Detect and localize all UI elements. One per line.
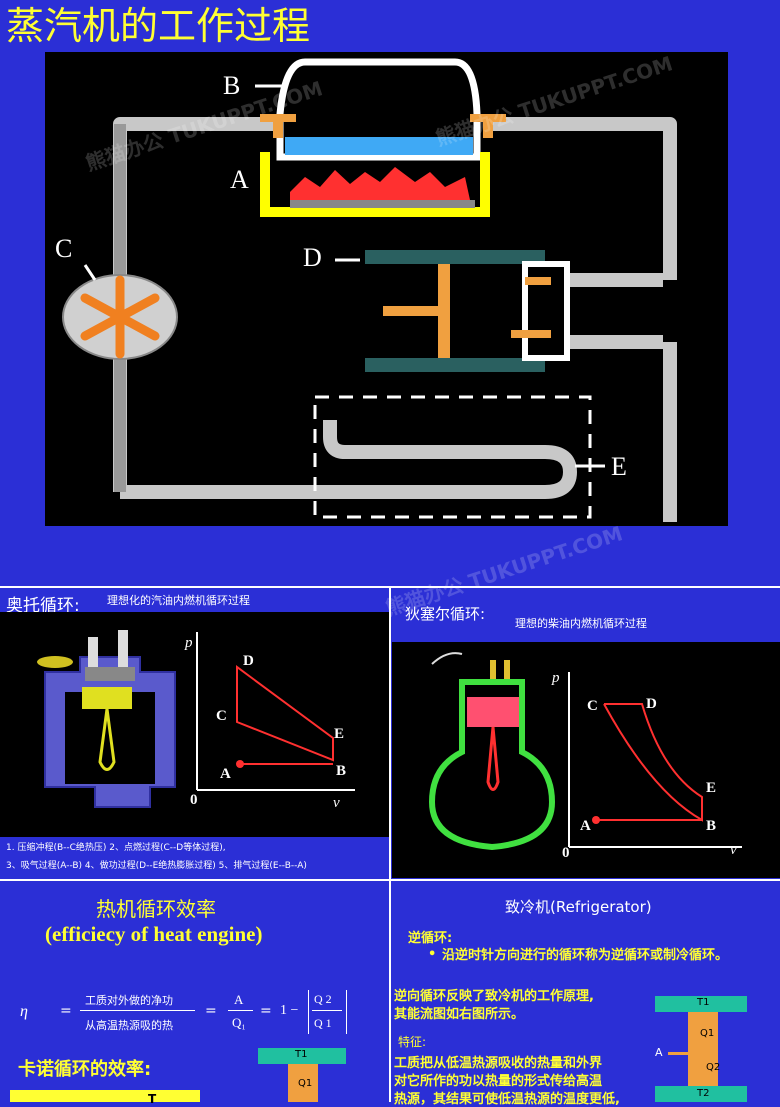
diesel-point-b: B bbox=[706, 818, 716, 834]
diesel-point-d: D bbox=[646, 696, 657, 712]
bullet-dot: • bbox=[428, 947, 437, 962]
otto-point-e: E bbox=[334, 726, 344, 742]
carnot-t: T bbox=[148, 1092, 157, 1106]
otto-origin: 0 bbox=[190, 792, 198, 808]
otto-panel: p v 0 D C E B A bbox=[0, 612, 389, 837]
ref-t1-bar bbox=[655, 996, 747, 1012]
otto-heading: 奥托循环: bbox=[6, 596, 80, 616]
reverse-label: 逆循环: bbox=[408, 931, 453, 946]
bullet-text: 沿逆时针方向进行的循环称为逆循环或制冷循环。 bbox=[442, 948, 729, 963]
otto-note-2: 3、吸气过程(A--B) 4、做功过程(D--E绝热膨胀过程) 5、排气过程(E… bbox=[6, 861, 307, 871]
eq-sign-3: = bbox=[260, 1003, 272, 1019]
condenser-pipe bbox=[120, 420, 577, 499]
t1-bar bbox=[258, 1048, 346, 1064]
diesel-subtitle: 理想的柴油内燃机循环过程 bbox=[515, 617, 647, 630]
diesel-point-c: C bbox=[587, 698, 598, 714]
fraction3-bar bbox=[312, 1010, 342, 1011]
page-title: 蒸汽机的工作过程 bbox=[0, 0, 325, 50]
boiler-frame bbox=[276, 58, 481, 161]
label-d: D bbox=[303, 243, 322, 272]
label-a: A bbox=[230, 165, 249, 194]
ref-t2-bar bbox=[655, 1086, 747, 1102]
t1-label: T1 bbox=[295, 1049, 308, 1060]
diesel-point-a: A bbox=[580, 818, 591, 834]
ref-line-1: 逆向循环反映了致冷机的工作原理, bbox=[394, 989, 594, 1004]
carnot-heading: 卡诺循环的效率: bbox=[18, 1059, 152, 1080]
otto-subtitle: 理想化的汽油内燃机循环过程 bbox=[107, 594, 250, 607]
boiler-water bbox=[285, 137, 473, 155]
eq-sign-2: = bbox=[205, 1003, 217, 1019]
diesel-panel: p v 0 C D E B A bbox=[392, 642, 780, 878]
right-lower-pipe bbox=[565, 335, 677, 522]
fraction-bar bbox=[80, 1010, 195, 1011]
carnot-box bbox=[10, 1090, 200, 1102]
ref-a-arrow bbox=[668, 1052, 688, 1055]
fraction2-den: Q₁ bbox=[232, 1015, 246, 1030]
otto-svg: p v 0 D C E B A bbox=[37, 630, 355, 811]
otto-axis-v: v bbox=[333, 795, 340, 811]
ref-line-3: 工质把从低温热源吸收的热量和外界 bbox=[394, 1056, 603, 1071]
fraction-num: 工质对外做的净功 bbox=[85, 994, 173, 1007]
ref-q2-label: Q2 bbox=[706, 1062, 721, 1073]
ref-t2-label: T2 bbox=[697, 1088, 710, 1099]
otto-point-a: A bbox=[220, 766, 231, 782]
efficiency-heading-en: (efficiecy of heat engine) bbox=[45, 922, 263, 946]
label-c: C bbox=[55, 234, 72, 263]
label-e: E bbox=[611, 452, 627, 481]
fraction2-bar bbox=[228, 1010, 253, 1011]
ref-q1-label: Q1 bbox=[700, 1028, 715, 1039]
abs-bar-right bbox=[346, 990, 347, 1034]
ref-a-label: A bbox=[655, 1046, 663, 1059]
ref-line-4: 对它所作的功以热量的形式传给高温 bbox=[394, 1074, 603, 1089]
fraction-den: 从高温热源吸的热 bbox=[85, 1019, 173, 1032]
eq-sign: = bbox=[60, 1003, 72, 1019]
diesel-point-e: E bbox=[706, 780, 716, 796]
feature-label: 特征: bbox=[398, 1035, 427, 1049]
q1: Q 1 bbox=[314, 1016, 332, 1030]
condenser-box bbox=[313, 395, 592, 519]
diesel-axis-v: v bbox=[730, 842, 737, 858]
ref-t1-label: T1 bbox=[697, 997, 710, 1008]
label-b: B bbox=[223, 71, 240, 100]
q2: Q 2 bbox=[314, 992, 332, 1006]
one-minus: 1 − bbox=[280, 1003, 299, 1018]
efficiency-heading: 热机循环效率 bbox=[96, 897, 216, 921]
abs-bar-left bbox=[308, 990, 309, 1034]
otto-point-d: D bbox=[243, 653, 254, 669]
fire bbox=[290, 167, 470, 200]
right-upper-pipe bbox=[485, 117, 677, 287]
diesel-svg: p v 0 C D E B A bbox=[428, 652, 742, 861]
ref-flow-column bbox=[688, 1012, 718, 1086]
otto-point-c: C bbox=[216, 708, 227, 724]
refrigerator-heading: 致冷机(Refrigerator) bbox=[505, 898, 652, 916]
firebox bbox=[260, 152, 490, 217]
steam-engine-svg: B A C D E bbox=[55, 58, 677, 522]
steam-engine-diagram: B A C D E bbox=[45, 52, 728, 526]
otto-note-1: 1. 压缩冲程(B--C绝热压) 2、点燃过程(C--D等体过程), bbox=[6, 843, 226, 853]
piston bbox=[383, 306, 438, 316]
piston-rod bbox=[438, 264, 450, 358]
flow-column bbox=[288, 1064, 318, 1102]
eta-symbol: η bbox=[20, 1003, 28, 1020]
otto-point-b: B bbox=[336, 763, 346, 779]
diesel-heading: 狄塞尔循环: bbox=[405, 605, 486, 623]
q1-label: Q1 bbox=[298, 1078, 313, 1089]
fraction2-num: A bbox=[234, 992, 244, 1007]
ref-line-5: 热源，其结果可使低温热源的温度更低, bbox=[394, 1092, 620, 1107]
ref-line-2: 其能流图如右图所示。 bbox=[394, 1007, 525, 1022]
diesel-origin: 0 bbox=[562, 845, 570, 861]
otto-axis-p: p bbox=[184, 635, 193, 651]
divider bbox=[389, 587, 391, 1102]
diesel-axis-p: p bbox=[551, 670, 560, 686]
